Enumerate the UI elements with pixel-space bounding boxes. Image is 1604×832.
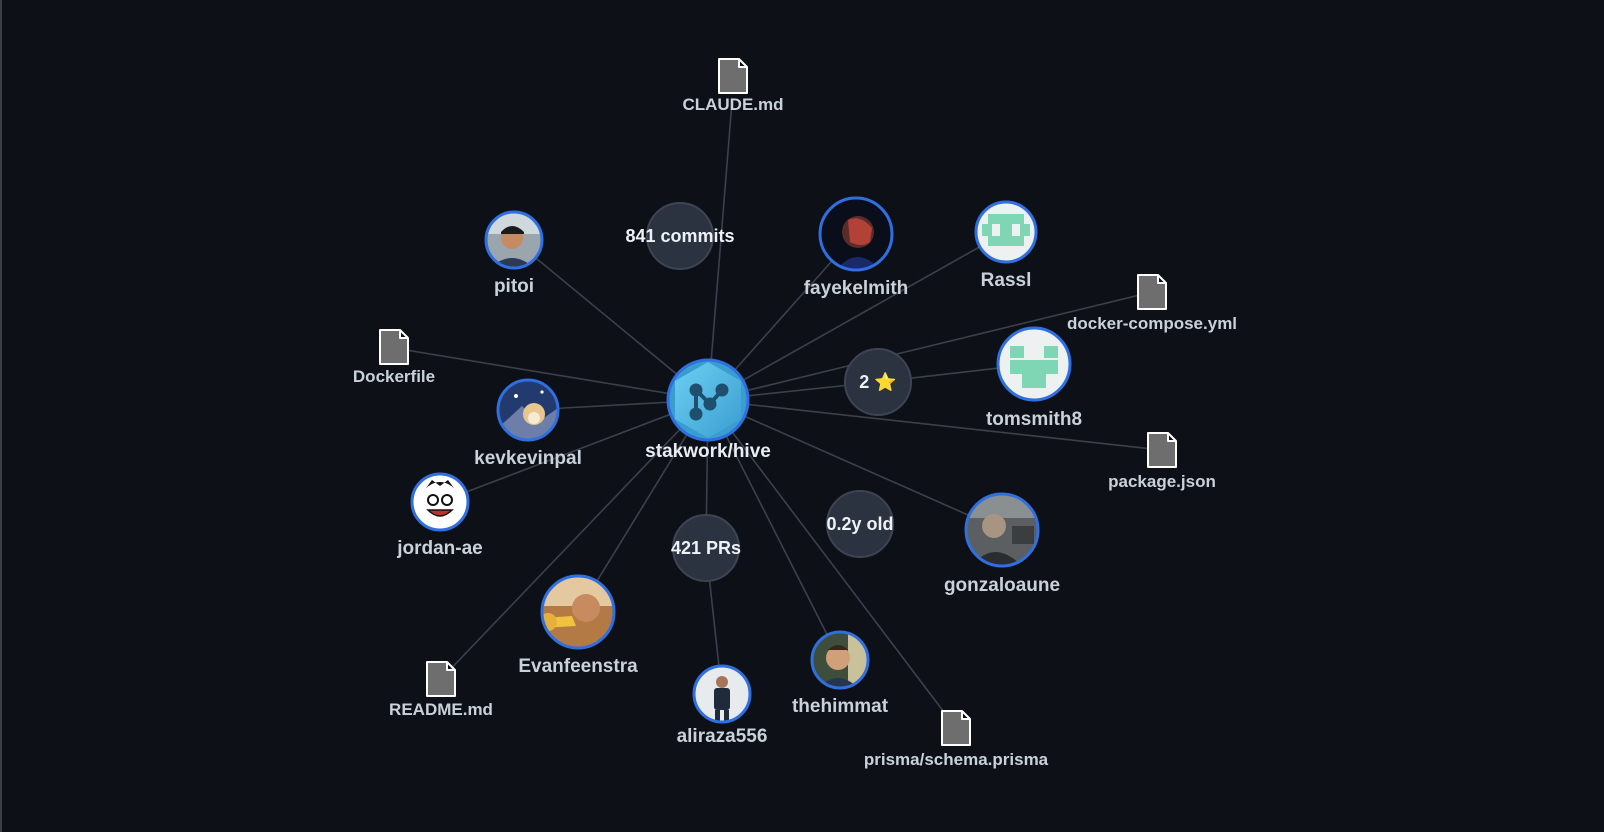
contributor-node-aliraza556[interactable]: aliraza556 bbox=[677, 664, 768, 747]
file-node-package-json[interactable]: package.json bbox=[1108, 432, 1216, 491]
contributor-node-rassl[interactable]: Rassl bbox=[974, 200, 1038, 291]
contributor-label: aliraza556 bbox=[677, 726, 768, 747]
photo-person-icon bbox=[812, 632, 868, 688]
file-icon bbox=[1137, 274, 1167, 310]
edge-jordan-ae bbox=[439, 399, 709, 503]
contributor-label: gonzaloaune bbox=[944, 575, 1060, 596]
contributor-label: tomsmith8 bbox=[986, 409, 1082, 430]
stat-node-commits[interactable]: 841 commits bbox=[625, 202, 735, 270]
edge-thehimmat bbox=[707, 399, 841, 661]
photo-person-icon bbox=[820, 198, 892, 270]
photo-person-icon bbox=[486, 212, 542, 268]
edge-package-json bbox=[707, 399, 1163, 451]
repo-node-center[interactable]: stakwork/hive bbox=[645, 358, 771, 462]
contributor-node-pitoi[interactable]: pitoi bbox=[484, 210, 544, 297]
contributor-label: jordan-ae bbox=[396, 538, 483, 559]
contributor-node-tomsmith8[interactable]: tomsmith8 bbox=[986, 326, 1082, 430]
file-label: Dockerfile bbox=[353, 367, 435, 386]
contributor-node-jordan-ae[interactable]: jordan-ae bbox=[396, 472, 483, 559]
edge-docker-compose bbox=[707, 291, 1153, 401]
edge-gonzaloaune bbox=[707, 399, 1003, 531]
stat-node-prs[interactable]: 421 PRs bbox=[671, 514, 741, 582]
stat-stars-text: 2 ⭐ bbox=[859, 371, 896, 392]
edge-rassl bbox=[707, 231, 1007, 401]
file-node-claude-md[interactable]: CLAUDE.md bbox=[682, 58, 784, 114]
contributor-label: Evanfeenstra bbox=[518, 656, 638, 677]
file-node-docker-compose[interactable]: docker-compose.yml bbox=[1067, 274, 1237, 333]
file-node-dockerfile[interactable]: Dockerfile bbox=[353, 329, 435, 386]
edge-prisma-schema bbox=[707, 399, 957, 729]
file-label: README.md bbox=[389, 700, 493, 719]
file-node-prisma-schema[interactable]: prisma/schema.prisma bbox=[864, 710, 1049, 769]
stat-node-age[interactable]: 0.2y old bbox=[826, 490, 894, 558]
window-left-border bbox=[0, 0, 2, 832]
cartoon-face-icon bbox=[412, 474, 468, 530]
file-icon bbox=[941, 710, 971, 746]
stat-prs-text: 421 PRs bbox=[671, 538, 741, 558]
photo-dog-icon bbox=[498, 380, 558, 440]
contributor-label: fayekelmith bbox=[804, 278, 909, 299]
photo-person-icon bbox=[694, 666, 750, 722]
edge-pitoi bbox=[513, 239, 709, 401]
file-label: prisma/schema.prisma bbox=[864, 750, 1049, 769]
edge-readme-md bbox=[441, 399, 709, 679]
photo-person-icon bbox=[966, 494, 1038, 566]
contributor-label: kevkevinpal bbox=[474, 448, 582, 469]
file-label: CLAUDE.md bbox=[682, 95, 783, 114]
contributor-label: Rassl bbox=[981, 270, 1032, 291]
contributor-node-fayekelmith[interactable]: fayekelmith bbox=[804, 196, 909, 299]
file-icon bbox=[718, 58, 748, 94]
repo-name-label: stakwork/hive bbox=[645, 441, 771, 462]
contributor-node-thehimmat[interactable]: thehimmat bbox=[792, 630, 889, 717]
edge-claude-md bbox=[707, 101, 733, 401]
file-icon bbox=[1147, 432, 1177, 468]
graph-network-icon bbox=[689, 383, 729, 421]
contributor-node-kevkevinpal[interactable]: kevkevinpal bbox=[474, 378, 582, 469]
contributor-label: pitoi bbox=[494, 276, 534, 297]
identicon-icon bbox=[998, 328, 1070, 400]
stat-age-text: 0.2y old bbox=[826, 514, 893, 534]
file-node-readme-md[interactable]: README.md bbox=[389, 661, 493, 719]
file-label: package.json bbox=[1108, 472, 1216, 491]
contributor-node-evanfeenstra[interactable]: Evanfeenstra bbox=[518, 574, 638, 677]
contributor-node-gonzaloaune[interactable]: gonzaloaune bbox=[944, 492, 1060, 596]
stat-node-stars[interactable]: 2 ⭐ bbox=[844, 348, 912, 416]
identicon-icon bbox=[976, 202, 1036, 262]
edge-dockerfile bbox=[393, 347, 709, 401]
file-icon bbox=[379, 329, 409, 365]
contributor-label: thehimmat bbox=[792, 696, 889, 717]
file-label: docker-compose.yml bbox=[1067, 314, 1237, 333]
stat-commits-text: 841 commits bbox=[625, 226, 734, 246]
file-icon bbox=[426, 661, 456, 697]
